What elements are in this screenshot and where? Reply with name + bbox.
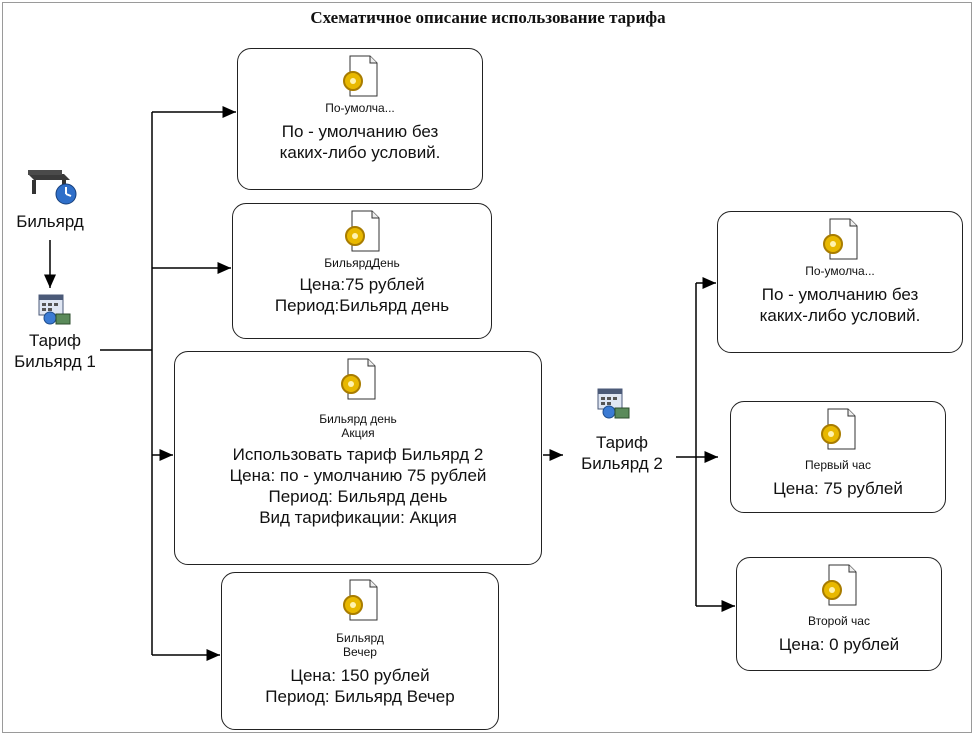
rule-box-day-promo: Бильярд день Акция Использовать тариф Би… — [174, 351, 542, 565]
rule-name: По-умолча... — [325, 101, 395, 115]
billiard-table-clock-icon — [26, 166, 78, 206]
gear-document-icon — [821, 564, 857, 606]
rule-description: По - умолчанию без каких-либо условий. — [279, 122, 441, 162]
rule-box-second-hour: Второй час Цена: 0 рублей — [736, 557, 942, 671]
rule-name: Бильярд день Акция — [319, 412, 397, 440]
rule-description: По - умолчанию без каких-либо условий. — [759, 285, 921, 325]
rule-description: Цена: 0 рублей — [778, 635, 900, 654]
gear-document-icon — [342, 55, 378, 97]
diagram-title: Схематичное описание использование тариф… — [310, 8, 666, 27]
rule-name: Первый час — [805, 458, 871, 472]
rule-name: По-умолча... — [805, 264, 875, 278]
rule-description: Цена: 150 рублей Период: Бильярд Вечер — [265, 666, 455, 706]
gear-document-icon — [344, 210, 380, 252]
rule-name: Бильярд Вечер — [336, 631, 384, 659]
gear-document-icon — [822, 218, 858, 260]
rule-box-default-1: По-умолча... По - умолчанию без каких-ли… — [237, 48, 483, 190]
tariff-calendar-icon — [38, 294, 72, 326]
rule-box-first-hour: Первый час Цена: 75 рублей — [730, 401, 946, 513]
rule-description: Использовать тариф Бильярд 2 Цена: по - … — [229, 445, 487, 527]
gear-document-icon — [342, 579, 378, 621]
rule-name: Второй час — [808, 614, 870, 628]
gear-document-icon — [820, 408, 856, 450]
tariff1-label: Тариф Бильярд 1 — [14, 331, 96, 371]
rule-box-default-2: По-умолча... По - умолчанию без каких-ли… — [717, 211, 963, 353]
tariff2-label: Тариф Бильярд 2 — [581, 433, 663, 473]
gear-document-icon — [340, 358, 376, 400]
rule-box-day: БильярдДень Цена:75 рублей Период:Бильяр… — [232, 203, 492, 339]
rule-description: Цена:75 рублей Период:Бильярд день — [274, 275, 450, 315]
rule-box-evening: Бильярд Вечер Цена: 150 рублей Период: Б… — [221, 572, 499, 730]
tariff-calendar-icon — [597, 388, 631, 420]
rule-description: Цена: 75 рублей — [773, 479, 903, 498]
rule-name: БильярдДень — [324, 256, 400, 270]
root-label: Бильярд — [16, 212, 84, 231]
